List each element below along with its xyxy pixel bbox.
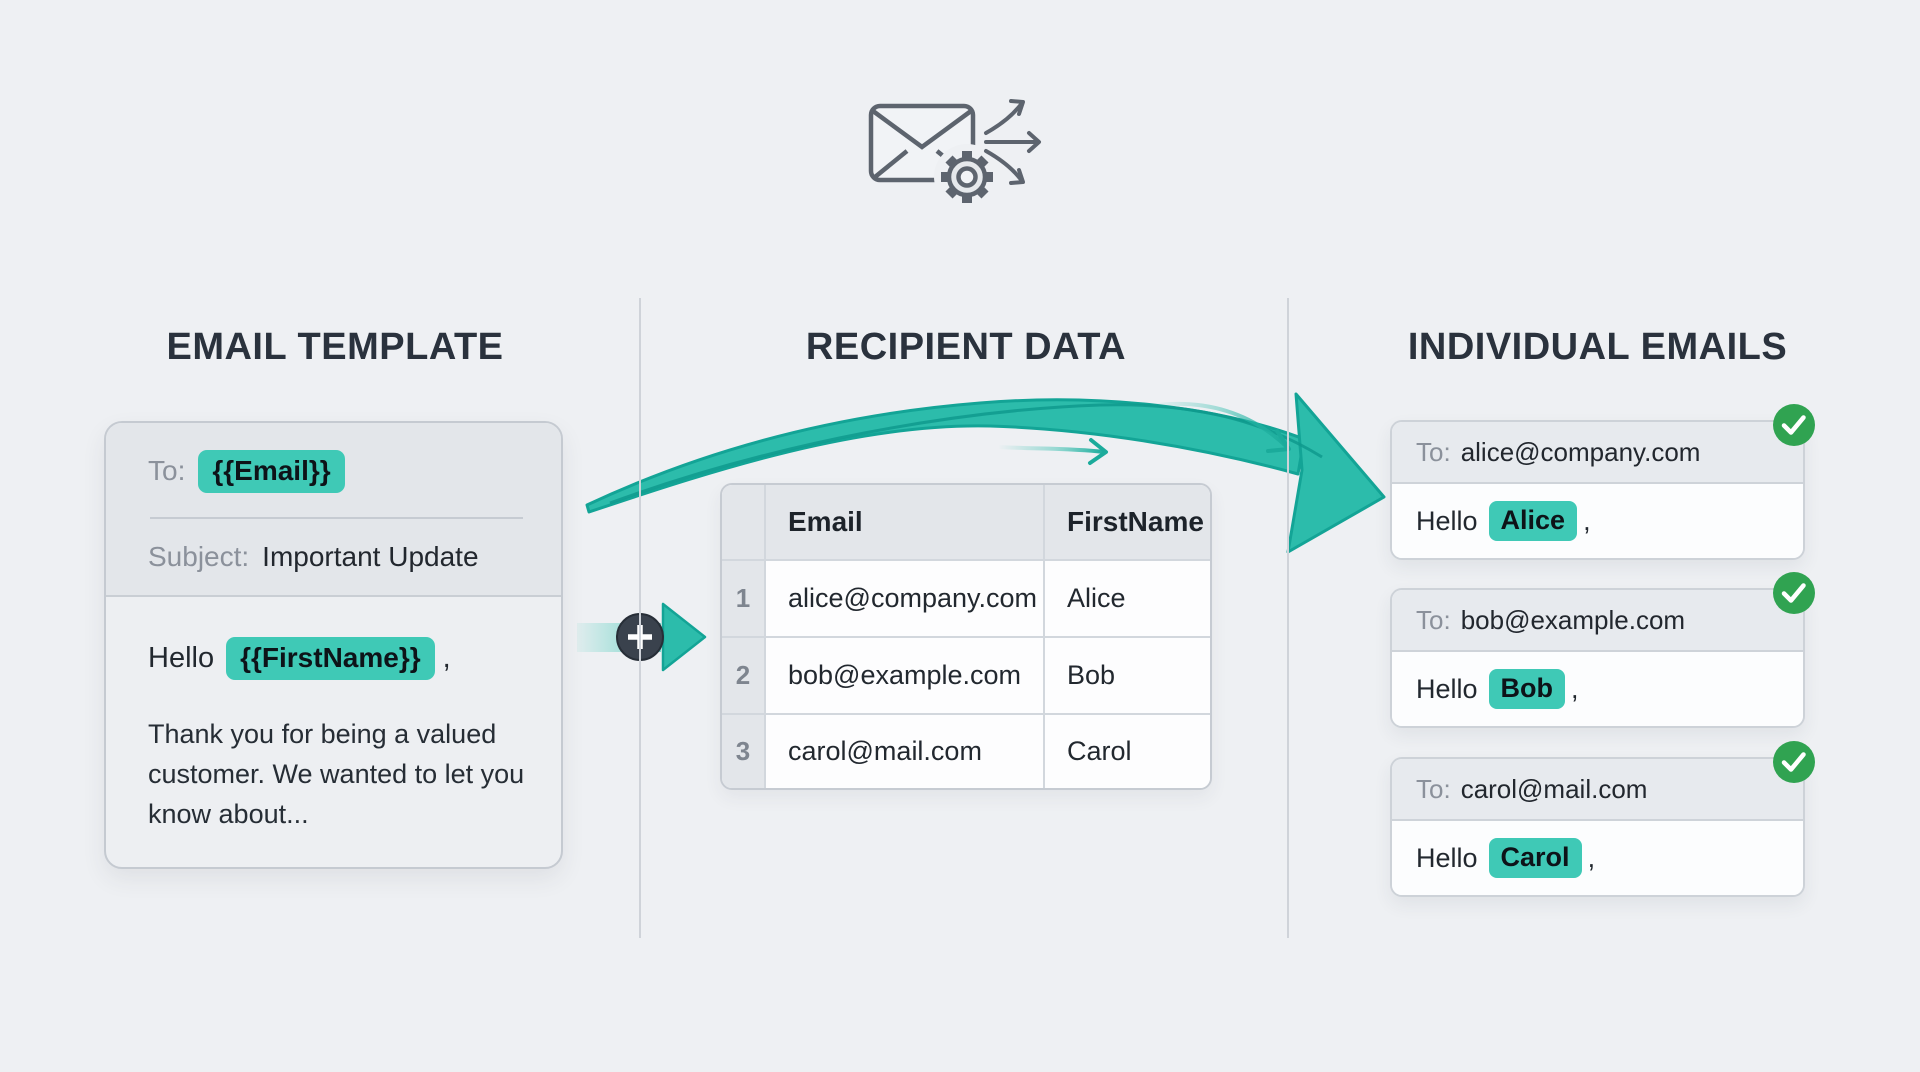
- firstname-token-chip: {{FirstName}}: [226, 636, 435, 680]
- to-label: To:: [1416, 436, 1451, 467]
- template-card-body: Hello {{FirstName}} , Thank you for bein…: [106, 597, 561, 834]
- greeting-comma: ,: [1583, 505, 1591, 536]
- section-divider-left: [639, 298, 641, 938]
- row-number: 3: [722, 715, 766, 788]
- template-body-text: Thank you for being a valued customer. W…: [148, 718, 525, 829]
- success-check-icon: [1773, 741, 1815, 783]
- mail-merge-icon: [868, 99, 1041, 210]
- to-address: bob@example.com: [1460, 604, 1686, 635]
- to-address: alice@company.com: [1460, 436, 1701, 467]
- email-card-body: Hello Alice ,: [1392, 484, 1803, 558]
- success-check-icon: [1773, 572, 1815, 614]
- email-token-chip: {{Email}}: [198, 450, 345, 493]
- cell-firstname: Bob: [1045, 638, 1210, 715]
- template-greeting: Hello {{FirstName}} ,: [148, 636, 527, 680]
- row-number: 2: [722, 638, 766, 715]
- email-card-header: To: carol@mail.com: [1392, 759, 1803, 821]
- email-card-body: Hello Carol ,: [1392, 821, 1803, 895]
- to-label: To:: [1416, 773, 1451, 804]
- merge-connector: [577, 602, 707, 672]
- connector-arrowhead-icon: [661, 602, 707, 672]
- cell-firstname: Carol: [1045, 715, 1210, 788]
- small-arrow-1: [996, 438, 1108, 465]
- cell-firstname: Alice: [1045, 561, 1210, 638]
- template-subject-row: Subject: Important Update: [148, 541, 525, 573]
- gear-icon: [941, 151, 993, 203]
- greeting-comma: ,: [1571, 673, 1579, 704]
- greeting-comma: ,: [442, 641, 451, 674]
- cell-email: bob@example.com: [766, 638, 1045, 715]
- email-card-body: Hello Bob ,: [1392, 652, 1803, 726]
- column-header-firstname: FirstName: [1045, 485, 1210, 561]
- template-header-divider: [150, 516, 523, 519]
- greeting-prefix: Hello: [1416, 505, 1478, 536]
- small-arrow-2: [1148, 401, 1291, 453]
- greeting-prefix: Hello: [1416, 842, 1478, 873]
- heading-email-template: EMAIL TEMPLATE: [166, 326, 504, 368]
- email-card-header: To: alice@company.com: [1392, 422, 1803, 484]
- template-card-header: To: {{Email}} Subject: Important Update: [106, 423, 561, 597]
- to-label: To:: [148, 455, 186, 487]
- subject-label: Subject:: [148, 540, 250, 572]
- recipient-data-table: Email FirstName 1 alice@company.com Alic…: [720, 483, 1212, 790]
- cell-email: alice@company.com: [766, 561, 1045, 638]
- heading-individual-emails: INDIVIDUAL EMAILS: [1407, 326, 1788, 368]
- greeting-comma: ,: [1587, 842, 1596, 873]
- success-check-icon: [1773, 404, 1815, 446]
- column-header-email: Email: [766, 485, 1045, 561]
- individual-email-card: To: bob@example.com Hello Bob ,: [1390, 572, 1815, 728]
- to-address: carol@mail.com: [1460, 773, 1648, 804]
- greeting-prefix: Hello: [1416, 673, 1478, 704]
- table-corner-cell: [722, 485, 766, 561]
- greeting-prefix: Hello: [148, 641, 215, 674]
- name-chip: Carol: [1488, 838, 1582, 878]
- cell-email: carol@mail.com: [766, 715, 1045, 788]
- individual-email-card: To: carol@mail.com Hello Carol ,: [1390, 741, 1815, 897]
- row-number: 1: [722, 561, 766, 638]
- name-chip: Alice: [1488, 501, 1578, 541]
- envelope-icon: [868, 103, 976, 183]
- section-divider-right: [1287, 298, 1289, 938]
- fan-arrows-icon: [984, 99, 1041, 185]
- to-label: To:: [1416, 604, 1451, 635]
- email-template-card: To: {{Email}} Subject: Important Update …: [104, 421, 563, 869]
- subject-value: Important Update: [262, 540, 479, 572]
- name-chip: Bob: [1488, 669, 1566, 709]
- heading-recipient-data: RECIPIENT DATA: [805, 326, 1127, 368]
- template-to-row: To: {{Email}}: [148, 450, 525, 493]
- individual-email-card: To: alice@company.com Hello Alice ,: [1390, 404, 1815, 560]
- email-card-header: To: bob@example.com: [1392, 590, 1803, 652]
